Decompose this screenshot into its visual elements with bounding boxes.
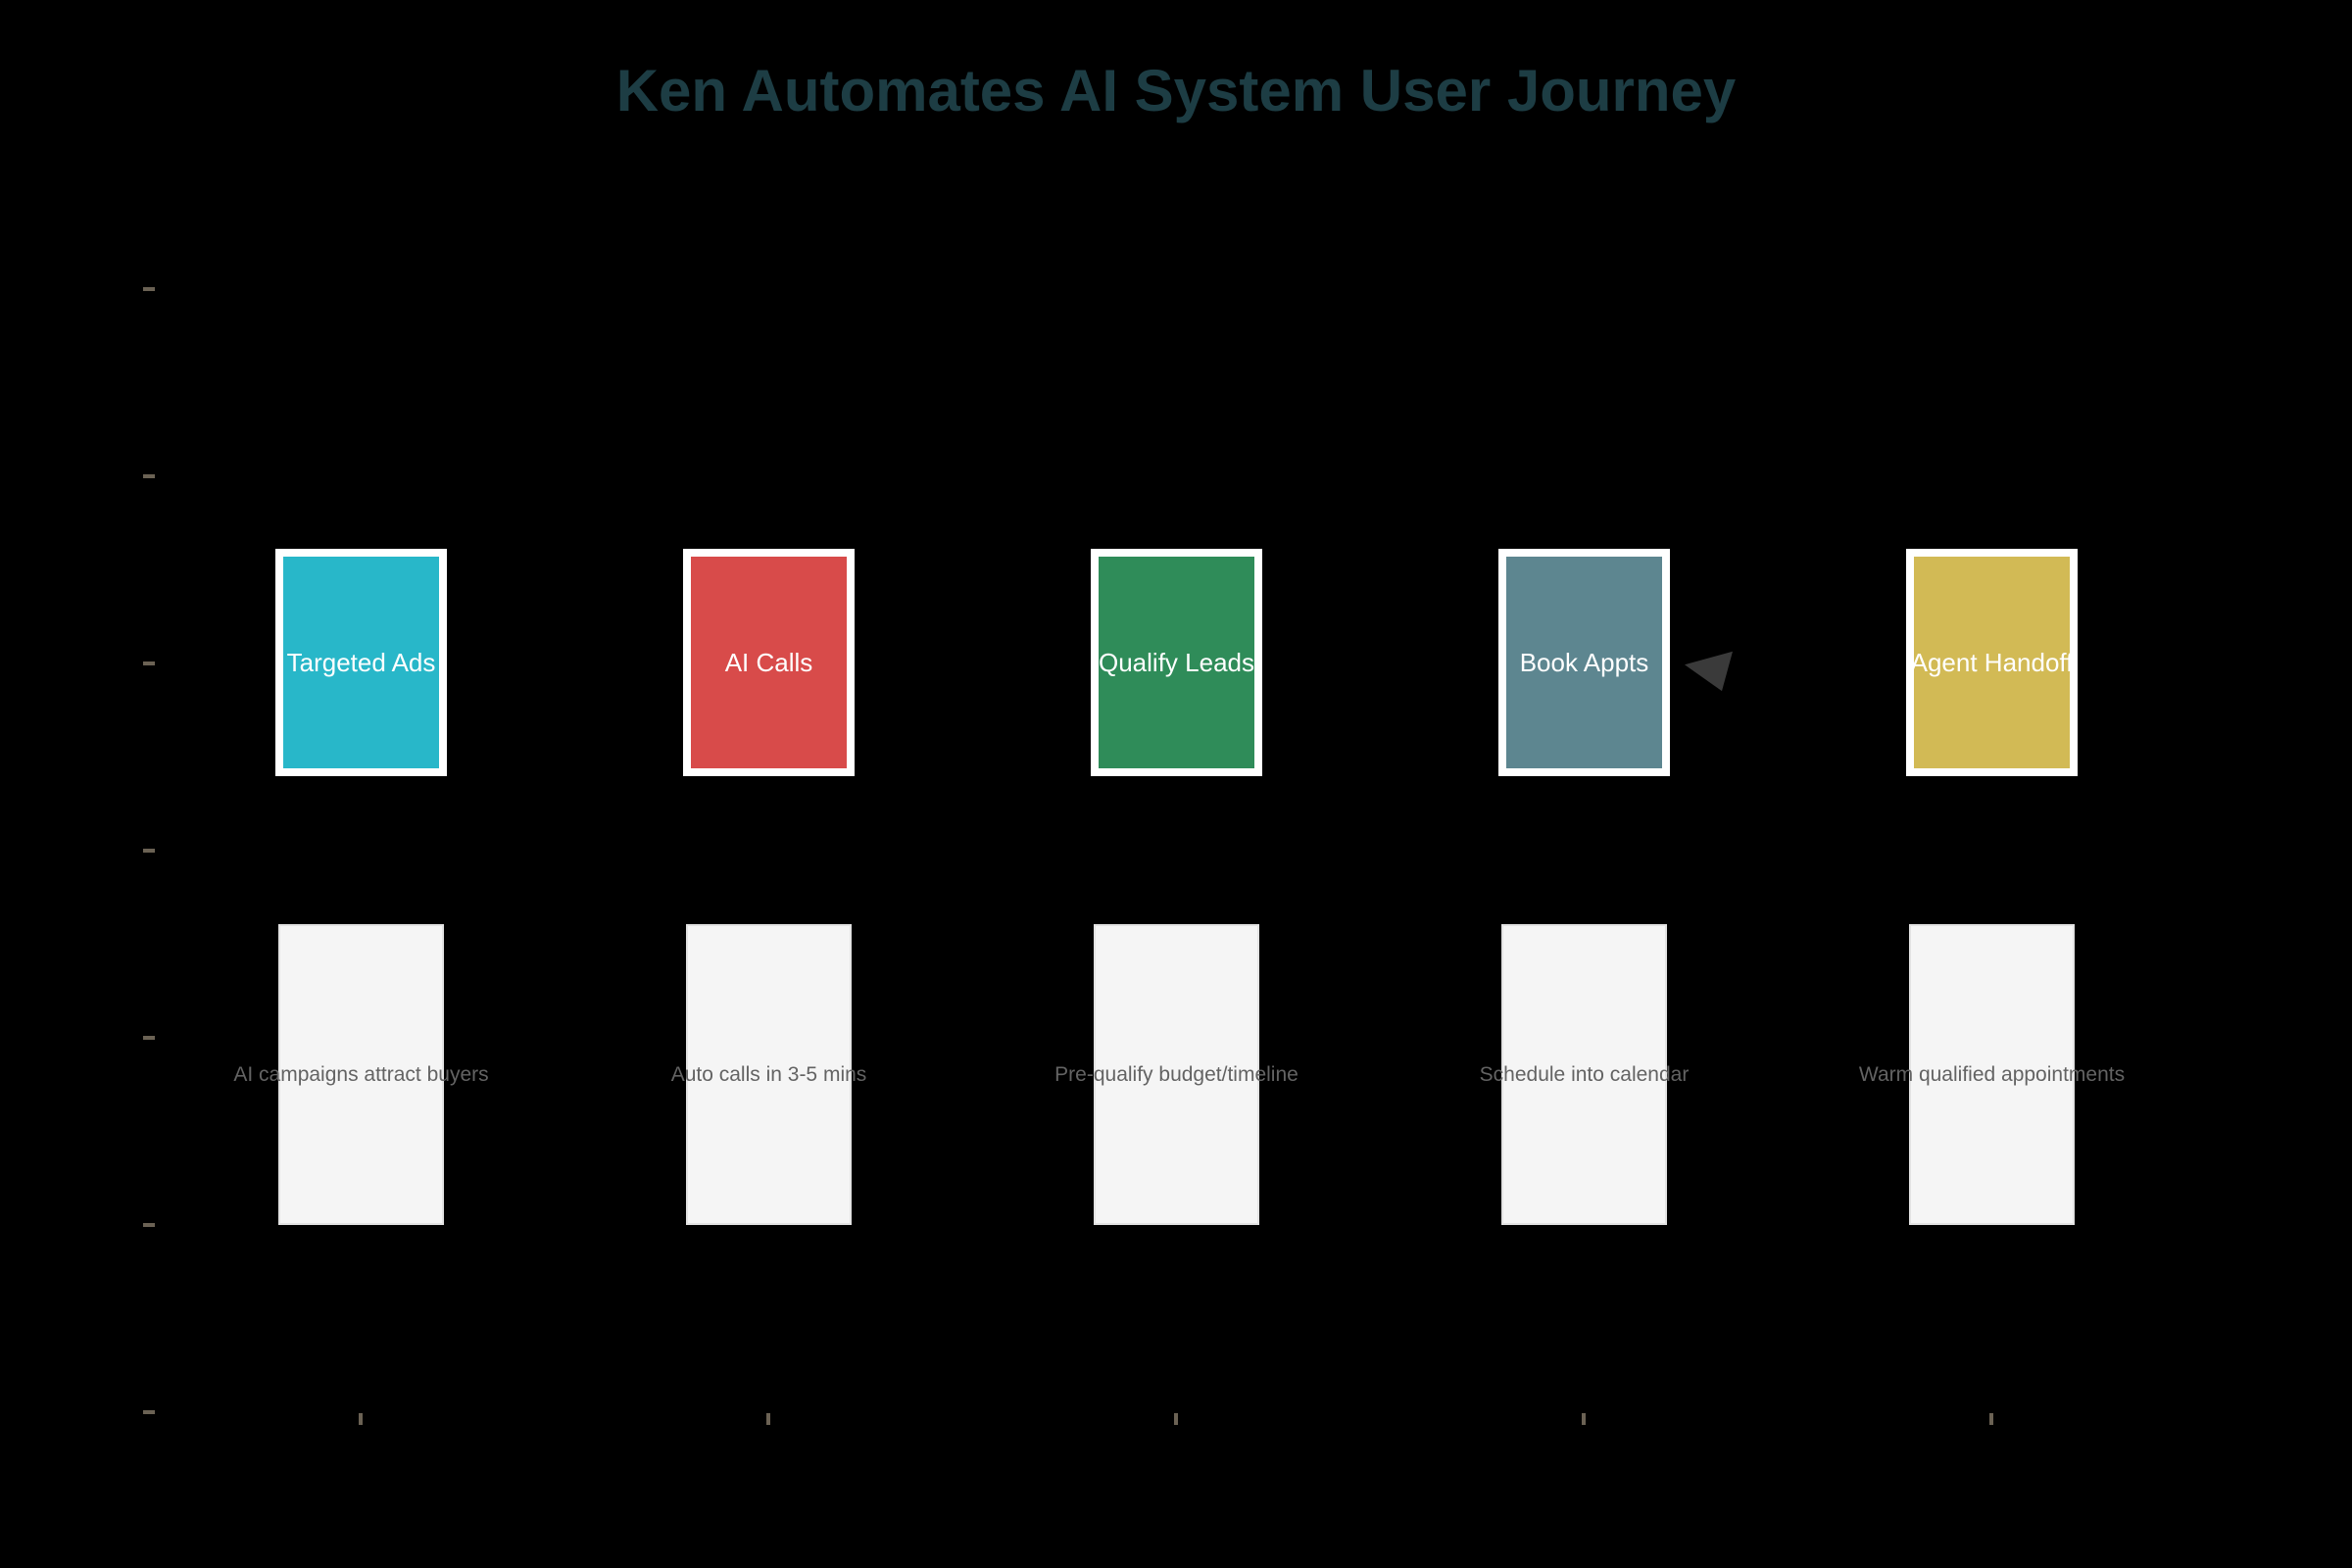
y-axis-tick	[143, 474, 155, 478]
left-arrowhead-icon	[1685, 651, 1733, 692]
stage-description-box	[686, 924, 852, 1225]
x-axis-tick	[1174, 1413, 1178, 1425]
x-axis-tick	[1989, 1413, 1993, 1425]
stage-qualify-leads: Qualify Leads Pre-qualify budget/timelin…	[1054, 0, 1298, 1568]
x-axis-tick	[766, 1413, 770, 1425]
stage-description: Warm qualified appointments	[1858, 1063, 2126, 1086]
x-axis-tick	[1582, 1413, 1586, 1425]
stage-box-agent-handoff: Agent Handoff	[1906, 549, 2078, 776]
stage-box-ai-calls: AI Calls	[683, 549, 855, 776]
stage-label: Qualify Leads	[1099, 647, 1254, 677]
stage-box-qualify-leads: Qualify Leads	[1091, 549, 1262, 776]
stage-label: Targeted Ads	[286, 647, 436, 677]
stage-description: Schedule into calendar	[1479, 1063, 1690, 1086]
stage-description-box	[1501, 924, 1667, 1225]
y-axis-tick	[143, 849, 155, 853]
stage-description: AI campaigns attract buyers	[233, 1063, 489, 1086]
stage-description-box	[1909, 924, 2075, 1225]
y-axis-tick	[143, 1410, 155, 1414]
stage-description-box	[278, 924, 444, 1225]
y-axis-tick	[143, 662, 155, 665]
chart-title: Ken Automates AI System User Journey	[615, 58, 1737, 123]
stage-label: AI Calls	[724, 647, 813, 677]
y-axis-tick	[143, 1036, 155, 1040]
stage-book-appts: Book Appts Schedule into calendar	[1480, 0, 1689, 1568]
stage-description-box	[1094, 924, 1259, 1225]
stage-box-book-appts: Book Appts	[1498, 549, 1670, 776]
y-axis-tick	[143, 287, 155, 291]
stage-description: Pre-qualify budget/timeline	[1054, 1063, 1298, 1086]
stage-agent-handoff: Agent Handoff Warm qualified appointment…	[1859, 0, 2125, 1568]
stage-label: Book Appts	[1519, 647, 1649, 677]
stage-targeted-ads: Targeted Ads AI campaigns attract buyers	[233, 0, 489, 1568]
stage-box-targeted-ads: Targeted Ads	[275, 549, 447, 776]
x-axis-tick	[359, 1413, 363, 1425]
stage-ai-calls: AI Calls Auto calls in 3-5 mins	[671, 0, 866, 1568]
y-axis-tick	[143, 1223, 155, 1227]
stage-label: Agent Handoff	[1910, 647, 2074, 677]
stage-description: Auto calls in 3-5 mins	[670, 1063, 867, 1086]
